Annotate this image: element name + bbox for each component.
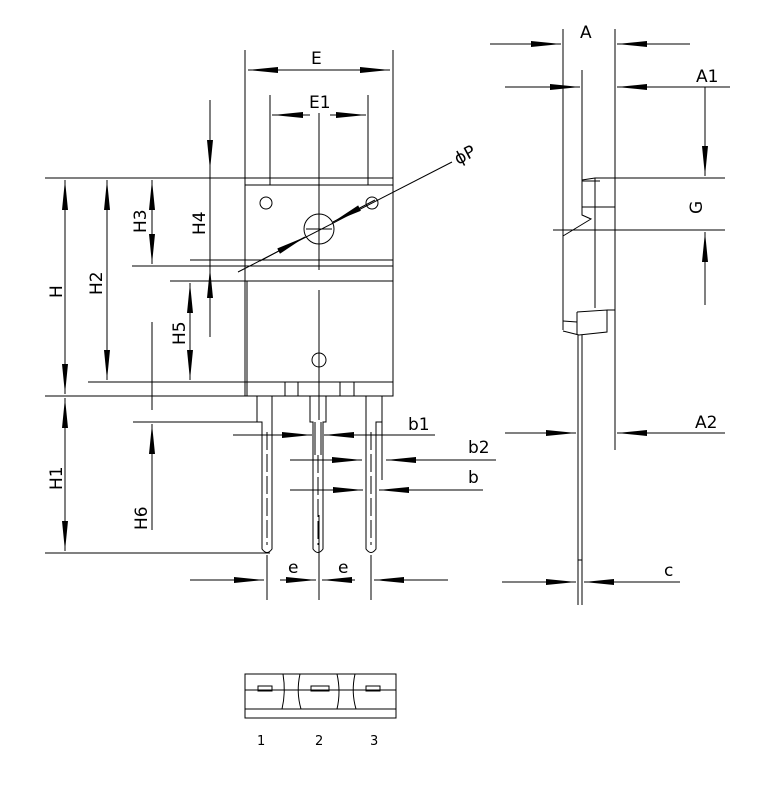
label-e-left: e: [288, 558, 298, 578]
leads: [256, 396, 383, 553]
dim-E1: [269, 95, 369, 185]
dim-H1: [45, 398, 270, 554]
label-G: G: [687, 201, 707, 214]
dim-phiP: [237, 161, 453, 273]
label-c: c: [664, 561, 673, 581]
label-A: A: [580, 23, 592, 43]
bottom-view: 1 2 3: [244, 673, 397, 749]
label-e-right: e: [338, 558, 348, 578]
label-H3: H3: [131, 209, 151, 233]
dim-G: [553, 87, 725, 305]
label-phiP: ϕP: [451, 142, 479, 170]
label-H2: H2: [87, 271, 107, 295]
front-view: E E1 ϕP H H2 H3: [45, 49, 496, 600]
pin-label-2: 2: [315, 734, 323, 749]
dim-e: [190, 555, 448, 600]
label-b1: b1: [408, 415, 430, 435]
label-b2: b2: [468, 438, 490, 458]
label-A1: A1: [696, 67, 718, 87]
label-A2: A2: [695, 413, 717, 433]
label-H6: H6: [132, 506, 152, 530]
small-hole-right: [365, 196, 379, 210]
pin-label-1: 1: [257, 734, 265, 749]
side-body: [562, 29, 616, 605]
label-H4: H4: [190, 211, 210, 235]
label-H1: H1: [47, 466, 67, 490]
small-hole-left: [259, 196, 273, 210]
label-b: b: [468, 468, 479, 488]
label-E: E: [311, 49, 322, 69]
label-H: H: [47, 285, 67, 298]
dim-H6: [133, 322, 262, 530]
center-line: [306, 113, 332, 600]
side-view: A A1 G A2 c: [490, 23, 730, 605]
package-body: [45, 50, 394, 397]
pin-label-3: 3: [370, 734, 378, 749]
label-E1: E1: [309, 93, 331, 113]
label-H5: H5: [170, 321, 190, 345]
